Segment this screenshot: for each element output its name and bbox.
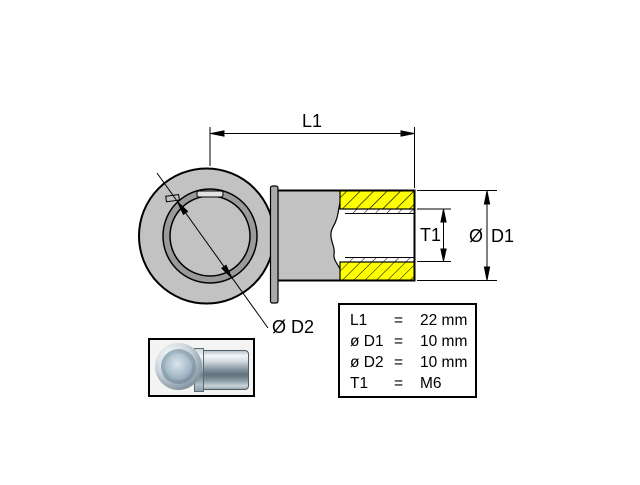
- dim-name: T1: [350, 375, 369, 392]
- thread-crest-ticks-top: [345, 209, 414, 214]
- dim-value: 10 mm: [420, 333, 468, 350]
- dimension-l1: [209, 127, 415, 188]
- thread-crest-ticks-bottom: [345, 257, 414, 262]
- table-row: ø D2 = 10 mm: [350, 352, 475, 373]
- thread-hatch-bottom: [340, 262, 415, 281]
- dim-name: L1: [350, 312, 368, 329]
- label-t1: T1: [420, 225, 441, 245]
- arrowhead-downright-icon: [221, 264, 233, 279]
- dim-value: 10 mm: [420, 354, 468, 371]
- equals-sign: =: [394, 333, 404, 350]
- dimension-d1: [417, 190, 497, 281]
- cylinder-body: [276, 189, 416, 282]
- arrowhead-upleft-icon: [177, 201, 189, 216]
- label-l1: L1: [302, 111, 322, 131]
- thread-hatch-top: [340, 190, 415, 209]
- eyelet-ring: [138, 167, 279, 305]
- spring-clip-bar: [269, 185, 279, 304]
- label-d2: Ø D2: [272, 317, 314, 337]
- dim-name: ø D1: [350, 333, 384, 350]
- dim-value: M6: [420, 375, 442, 392]
- dimension-table: L1 = 22 mm ø D1 = 10 mm ø D2 = 10 mm T1 …: [338, 303, 477, 398]
- table-row: ø D1 = 10 mm: [350, 331, 475, 352]
- arrowhead-down-icon: [440, 248, 447, 262]
- arrowhead-up-icon: [483, 190, 491, 205]
- photo-ball: [165, 353, 192, 380]
- product-photo: [148, 338, 255, 397]
- dimension-t1: [417, 208, 451, 262]
- arrowhead-up-icon: [440, 209, 447, 223]
- equals-sign: =: [394, 312, 404, 329]
- photo-cylinder-body: [201, 350, 249, 390]
- label-d1: D1: [491, 226, 514, 246]
- equals-sign: =: [394, 375, 404, 392]
- dim-value: 22 mm: [420, 312, 468, 329]
- arrowhead-left-icon: [210, 130, 225, 137]
- dim-name: ø D2: [350, 354, 384, 371]
- dimension-d2: [156, 172, 269, 329]
- arrowhead-down-icon: [483, 266, 491, 281]
- arrowhead-right-icon: [400, 130, 415, 137]
- table-row: T1 = M6: [350, 373, 475, 394]
- equals-sign: =: [394, 354, 404, 371]
- table-row: L1 = 22 mm: [350, 310, 475, 331]
- ring-gap-slot: [196, 190, 224, 198]
- label-d1-diameter-symbol: Ø: [469, 226, 483, 246]
